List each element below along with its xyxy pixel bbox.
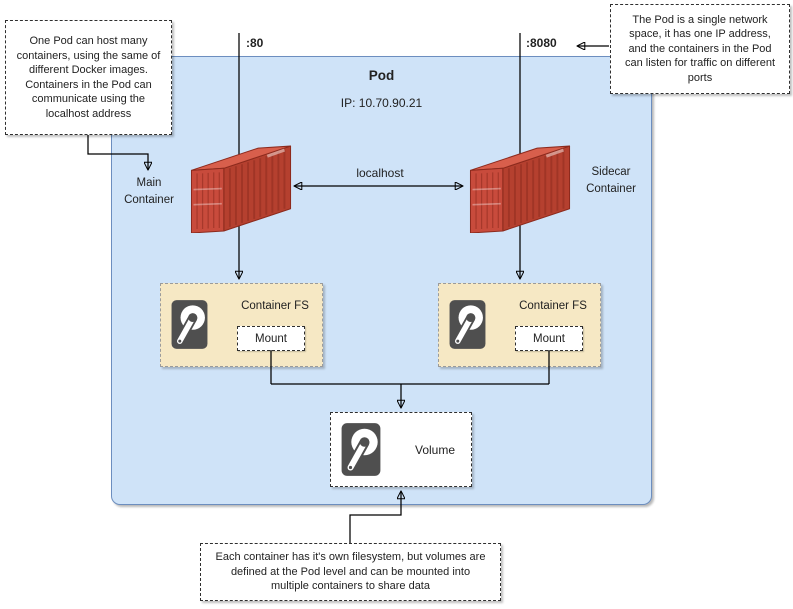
port-8080-label: :8080 <box>526 36 557 50</box>
localhost-label: localhost <box>356 166 404 180</box>
mount-label: Mount <box>533 332 565 345</box>
callout-volume-text: Each container has it's own filesystem, … <box>215 551 486 593</box>
sidecar-container-label: Sidecar Container <box>586 166 636 195</box>
container-fs-label: Container FS <box>519 300 587 312</box>
container-fs-box-main: Container FS Mount <box>160 283 323 367</box>
callout-network-space-note: The Pod is a single network space, it ha… <box>610 4 790 94</box>
hard-drive-icon <box>449 300 486 349</box>
hard-drive-icon <box>341 423 381 476</box>
pod-ip-label: IP: 10.70.90.21 <box>340 96 423 110</box>
container-fs-box-sidecar: Container FS Mount <box>438 283 601 367</box>
shipping-container-icon <box>190 145 292 233</box>
shipping-container-icon <box>469 145 571 233</box>
mount-label: Mount <box>255 332 287 345</box>
mount-button-left: Mount <box>237 326 305 351</box>
volume-box: Volume <box>330 412 472 487</box>
volume-label: Volume <box>414 443 456 457</box>
callout-pod-containers-text: One Pod can host many containers, using … <box>16 35 161 120</box>
mount-button-right: Mount <box>515 326 583 351</box>
callout-network-space-text: The Pod is a single network space, it ha… <box>624 13 775 84</box>
hard-drive-icon <box>171 300 208 349</box>
port-80-label: :80 <box>246 36 264 50</box>
pod-title: Pod <box>368 68 395 83</box>
callout-pod-containers-note: One Pod can host many containers, using … <box>5 20 172 135</box>
main-container-label: Main Container <box>124 177 174 206</box>
callout-volume-note: Each container has it's own filesystem, … <box>200 543 501 601</box>
container-fs-label: Container FS <box>241 300 309 312</box>
